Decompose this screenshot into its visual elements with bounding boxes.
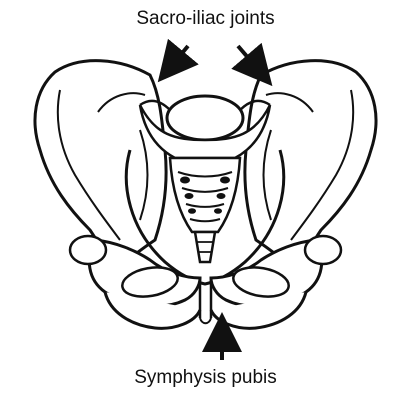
sacro-iliac-joints-label: Sacro-iliac joints bbox=[0, 8, 411, 30]
arrow-right-sacroiliac bbox=[238, 46, 262, 74]
arrow-left-sacroiliac bbox=[168, 46, 188, 70]
symphysis-pubis-label: Symphysis pubis bbox=[0, 367, 411, 389]
